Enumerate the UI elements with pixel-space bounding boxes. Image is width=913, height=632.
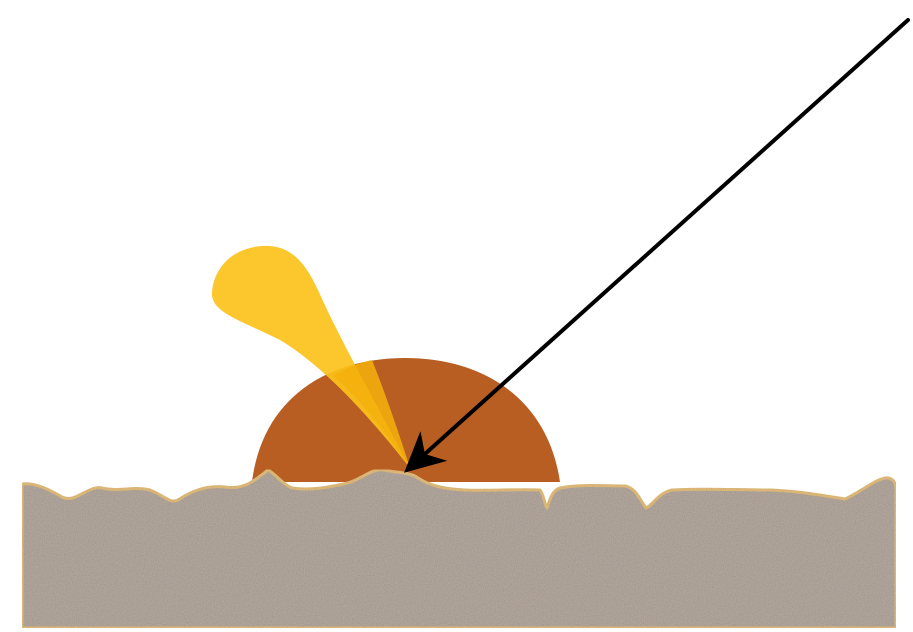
rough-surface: [22, 470, 896, 628]
incident-arrow: [416, 20, 908, 462]
